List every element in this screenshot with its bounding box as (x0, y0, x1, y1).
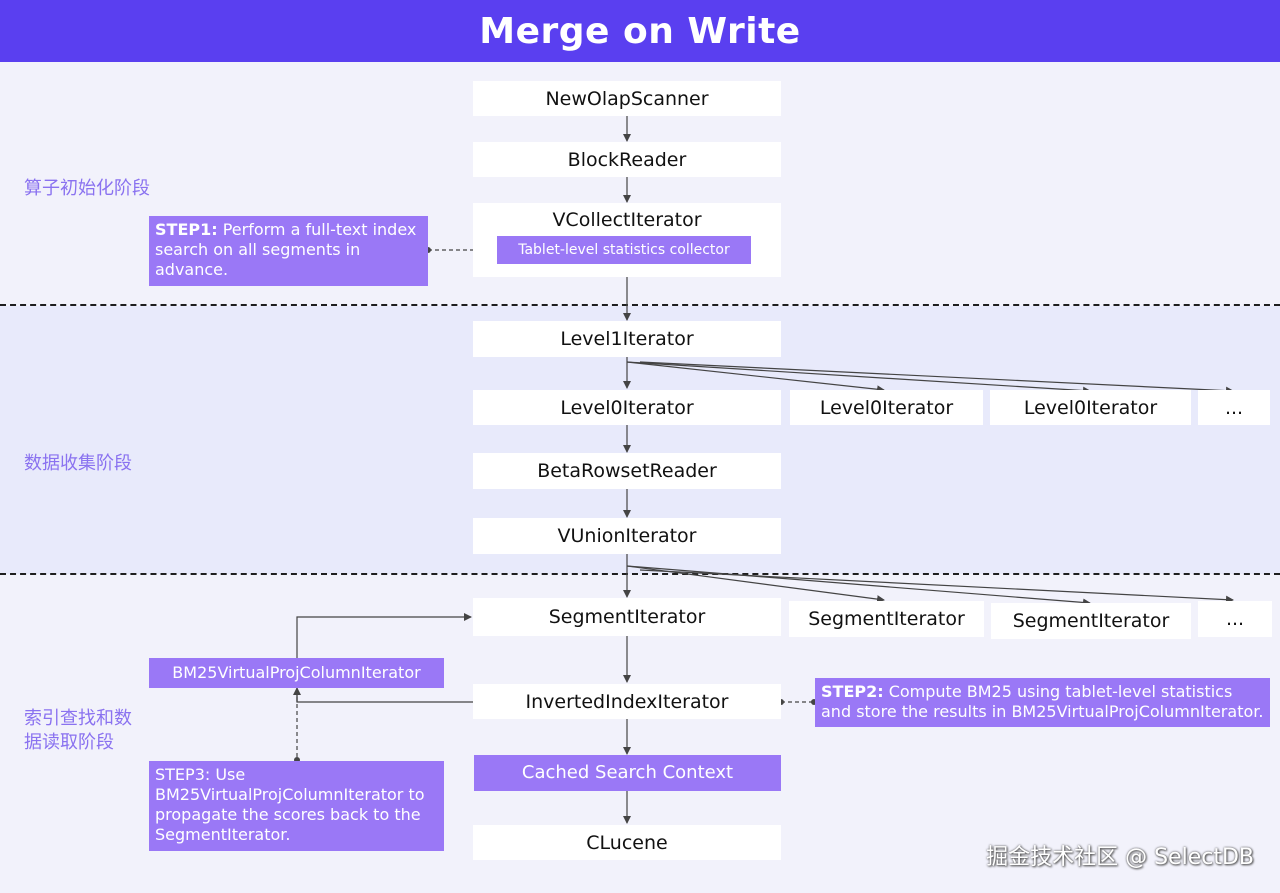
note-step1: STEP1: Perform a full-text index search … (149, 216, 428, 286)
node-inverted-index-iterator: InvertedIndexIterator (473, 684, 781, 719)
node-new-olap-scanner: NewOlapScanner (473, 81, 781, 116)
stage-divider (0, 304, 1280, 306)
note-step1-text: Perform a full-text index search on all … (155, 220, 417, 279)
node-vunion-iterator: VUnionIterator (473, 518, 781, 554)
node-segment-ellipsis: ... (1198, 601, 1272, 637)
node-level0-ellipsis: ... (1198, 390, 1270, 425)
watermark: 掘金技术社区 @ SelectDB (986, 845, 1254, 870)
stage-divider (0, 573, 1280, 575)
node-segment-iterator-c: SegmentIterator (991, 603, 1191, 639)
diagram-title: Merge on Write (0, 0, 1280, 62)
node-bm25-virtual-proj: BM25VirtualProjColumnIterator (149, 658, 444, 688)
node-vcollect-iterator-label: VCollectIterator (552, 209, 702, 231)
arrow-level1-to-level0-b (626, 361, 885, 394)
node-block-reader: BlockReader (473, 142, 781, 177)
arrow-level1-to-level0-c (626, 361, 1091, 395)
node-cached-search-context: Cached Search Context (474, 755, 781, 791)
note-step1-label: STEP1: (155, 220, 218, 239)
node-segment-iterator: SegmentIterator (473, 598, 781, 636)
stage-label-read: 索引查找和数 据读取阶段 (24, 708, 132, 753)
node-level1-iterator: Level1Iterator (473, 321, 781, 357)
node-clucene: CLucene (473, 825, 781, 860)
arrow-vunion-to-segment-c (626, 565, 1091, 607)
node-tablet-stats-collector: Tablet-level statistics collector (497, 236, 751, 264)
node-level0-iterator-b: Level0Iterator (790, 390, 983, 425)
node-level0-iterator-c: Level0Iterator (990, 390, 1191, 425)
note-step2-label: STEP2: (821, 682, 884, 701)
arrow-level1-to-level0-more (639, 361, 1234, 395)
node-beta-rowset-reader: BetaRowsetReader (473, 453, 781, 489)
stage-label-collect: 数据收集阶段 (24, 453, 132, 474)
stage-label-init: 算子初始化阶段 (24, 178, 150, 199)
note-step3: STEP3: Use BM25VirtualProjColumnIterator… (149, 761, 444, 851)
node-level0-iterator: Level0Iterator (473, 390, 781, 425)
note-step2: STEP2: Compute BM25 using tablet-level s… (815, 678, 1270, 727)
arrow-vunion-to-segment-more (639, 569, 1234, 604)
note-step2-text: Compute BM25 using tablet-level statisti… (821, 682, 1264, 721)
node-segment-iterator-b: SegmentIterator (789, 601, 984, 637)
